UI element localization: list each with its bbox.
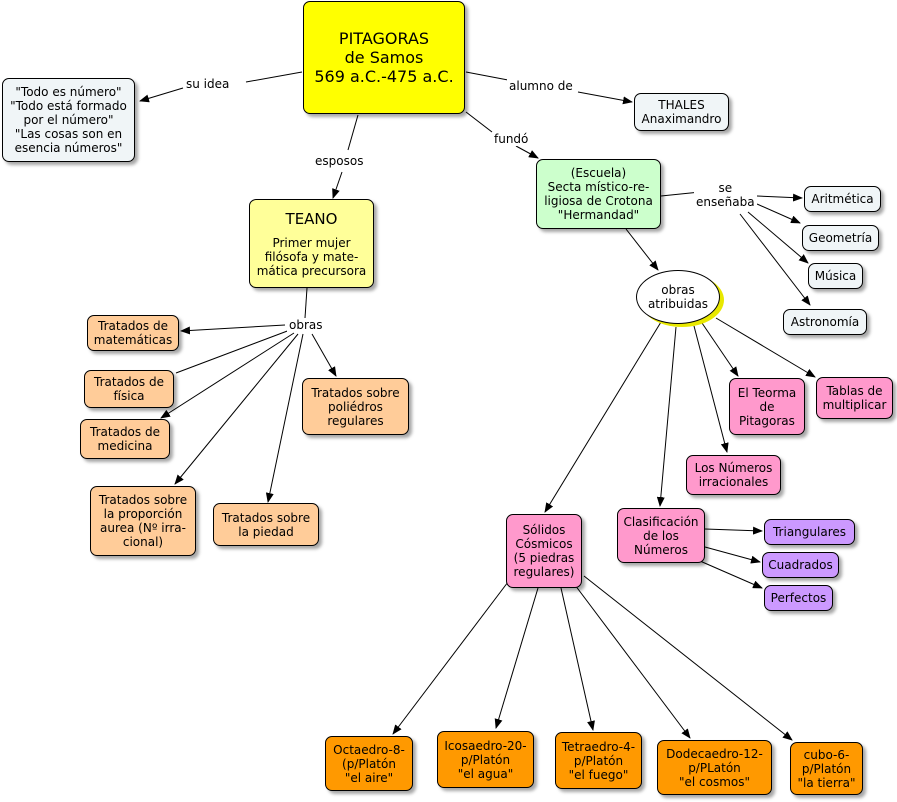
node-escuela: (Escuela) Secta místico-re- ligiosa de C…	[536, 159, 661, 229]
node-octaedro: Octaedro-8- (p/Platón "el aire"	[325, 736, 413, 791]
node-tablas: Tablas de multiplicar	[816, 377, 893, 419]
node-tetraedro: Tetraedro-4- p/Platón "el fuego"	[555, 732, 642, 789]
node-musica: Música	[808, 263, 863, 289]
node-tratados-proporcion: Tratados sobre la proporción aurea (Nº i…	[90, 486, 196, 556]
node-clasificacion: Clasificación de los Números	[617, 508, 705, 563]
node-icosaedro: Icosaedro-20- p/Platón "el agua"	[437, 731, 534, 788]
label-fundo: fundó	[492, 132, 531, 146]
node-triangulares: Triangulares	[764, 519, 855, 545]
node-irracionales: Los Números irracionales	[686, 455, 781, 495]
node-astronomia: Astronomía	[783, 309, 867, 335]
node-solidos: Sólidos Cósmicos (5 piedras regulares)	[506, 514, 582, 588]
node-tratados-medicina: Tratados de medicina	[80, 419, 170, 459]
label-esposos: esposos	[313, 154, 366, 168]
node-perfectos: Perfectos	[764, 585, 833, 611]
label-obras: obras	[287, 318, 325, 332]
label-su-idea: su idea	[184, 77, 232, 91]
node-tratados-poliedros: Tratados sobre poliédros regulares	[302, 378, 409, 435]
node-obras-atribuidas: obras atribuidas	[636, 270, 720, 324]
teano-description: Primer mujer filósofa y mate- mática pre…	[256, 235, 367, 278]
label-alumno-de: alumno de	[507, 79, 575, 93]
node-thales: THALES Anaximandro	[634, 93, 729, 131]
node-teorema: El Teorma de Pitagoras	[729, 378, 805, 435]
node-teano: TEANO Primer mujer filósofa y mate- máti…	[249, 199, 374, 288]
node-pitagoras: PITAGORAS de Samos 569 a.C.-475 a.C.	[303, 1, 465, 114]
node-aritmetica: Aritmética	[804, 186, 881, 212]
node-tratados-fisica: Tratados de física	[84, 370, 174, 408]
node-geometria: Geometría	[802, 225, 879, 251]
node-cubo: cubo-6- p/Platón "la tierra"	[790, 742, 863, 795]
node-dodecaedro: Dodecaedro-12- p/PLatón "el cosmos"	[657, 740, 772, 795]
node-idea: "Todo es número" "Todo está formado por …	[2, 78, 135, 162]
teano-title: TEANO	[285, 209, 338, 228]
node-tratados-matematicas: Tratados de matemáticas	[87, 315, 179, 351]
node-tratados-piedad: Tratados sobre la piedad	[213, 503, 319, 546]
label-se-ensenaba: se enseñaba	[694, 181, 757, 209]
node-cuadrados: Cuadrados	[762, 552, 839, 578]
